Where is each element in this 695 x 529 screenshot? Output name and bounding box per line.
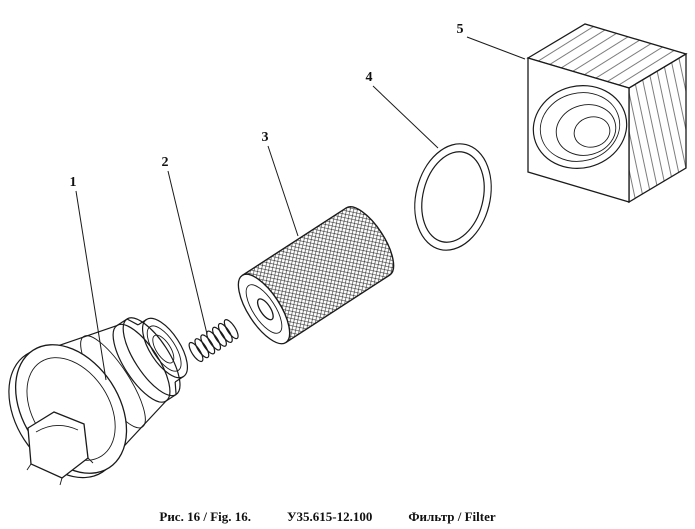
- leader-line-5: [466, 36, 526, 60]
- callout-5: 5: [457, 22, 464, 37]
- callout-leader-lines: [75, 36, 526, 381]
- part-4-o-ring: [414, 143, 492, 251]
- callout-4: 4: [366, 70, 373, 85]
- caption-title: Фильтр / Filter: [408, 509, 496, 524]
- part-1-filter-cap: [8, 317, 188, 486]
- leader-line-1: [75, 190, 107, 381]
- callout-1: 1: [70, 175, 77, 190]
- caption-part-code: У35.615-12.100: [287, 509, 373, 524]
- figure-caption: Рис. 16 / Fig. 16. У35.615-12.100 Фильтр…: [0, 509, 655, 525]
- caption-figure-reference: Рис. 16 / Fig. 16.: [159, 509, 251, 524]
- callout-3: 3: [262, 130, 269, 145]
- leader-line-3: [267, 145, 299, 237]
- leader-line-2: [167, 170, 208, 335]
- leader-line-4: [372, 85, 439, 149]
- threaded-bore: [532, 85, 628, 169]
- callout-numbers: 1 2 3 4 5: [70, 22, 464, 190]
- part-3-filter-element: [237, 206, 395, 345]
- callout-2: 2: [162, 155, 169, 170]
- part-5-filter-body: [526, 23, 688, 204]
- part-2-spring: [188, 319, 239, 363]
- hex-boss: [26, 411, 94, 486]
